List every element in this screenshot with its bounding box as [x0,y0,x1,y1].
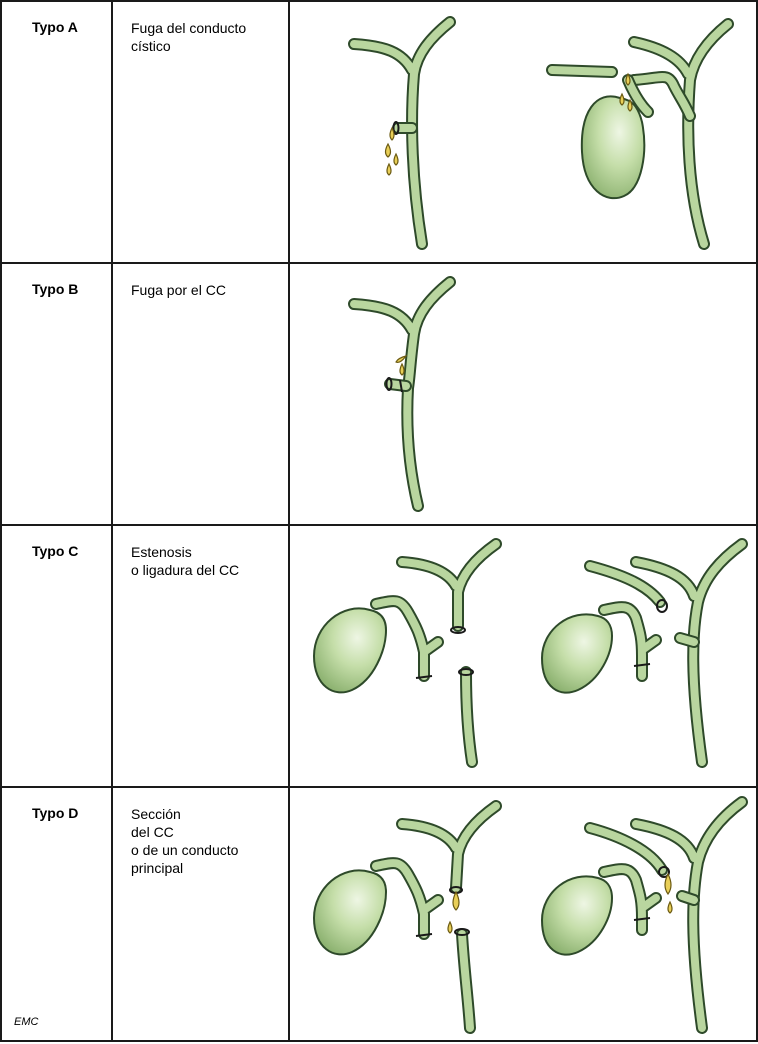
type-cell: Typo A [0,0,113,264]
row-typo-d: Typo D EMC Sección del CC o de un conduc… [0,786,758,1042]
bile-drop [664,872,672,896]
bile-drop [447,920,453,934]
description-line: o de un conducto [131,842,239,858]
description-line: Estenosis [131,544,192,560]
description-text: Sección del CC o de un conducto principa… [131,805,238,877]
illustration-typo-a [348,16,734,250]
row-typo-a: Typo A Fuga del conducto cístico [0,0,758,264]
description-line: cístico [131,38,171,54]
bile-drop [619,92,625,106]
description-text: Fuga del conducto cístico [131,19,246,55]
gallbladder-drawing-right [540,796,748,1034]
description-cell: Fuga del conducto cístico [111,0,290,264]
gallbladder-drawing-left [312,538,502,768]
bile-drop [395,355,408,363]
bile-drop [393,152,399,166]
bile-drop [627,98,633,112]
bile-drop [399,362,405,376]
description-line: Sección [131,806,181,822]
gallbladder-drawing [546,18,734,250]
type-cell: Typo D EMC [0,786,113,1042]
bile-drop [667,900,673,914]
gallbladder-drawing-right [540,538,748,768]
row-typo-c: Typo C Estenosis o ligadura del CC [0,524,758,788]
bile-drop [452,890,460,911]
description-cell: Estenosis o ligadura del CC [111,524,290,788]
type-label: Typo B [32,281,79,297]
row-typo-b: Typo B Fuga por el CC [0,262,758,526]
bile-duct-drawing [348,16,456,250]
description-line: del CC [131,824,174,840]
bile-duct-drawing [348,276,456,512]
description-line: o ligadura del CC [131,562,240,578]
gallbladder-drawing-left [312,800,502,1034]
figure-cell [288,524,758,788]
emc-logo: EMC [14,1016,39,1028]
bile-drop [625,72,631,86]
bile-drop [389,126,395,141]
description-line: Fuga del conducto [131,20,247,36]
type-cell: Typo C [0,524,113,788]
description-cell: Sección del CC o de un conducto principa… [111,786,290,1042]
figure-cell [288,786,758,1042]
type-label: Typo D [32,805,79,821]
type-label: Typo A [32,19,78,35]
illustration-typo-d [312,796,748,1034]
description-text: Estenosis o ligadura del CC [131,543,239,579]
figure-cell [288,262,758,526]
type-cell: Typo B [0,262,113,526]
description-line: Fuga por el CC [131,282,226,298]
description-text: Fuga por el CC [131,281,226,299]
bile-drop [386,162,392,176]
illustration-typo-b [348,276,456,512]
figure-cell [288,0,758,264]
description-cell: Fuga por el CC [111,262,290,526]
illustration-typo-c [312,538,748,768]
type-label: Typo C [32,543,79,559]
description-line: principal [131,860,184,876]
bile-drop [384,142,392,158]
